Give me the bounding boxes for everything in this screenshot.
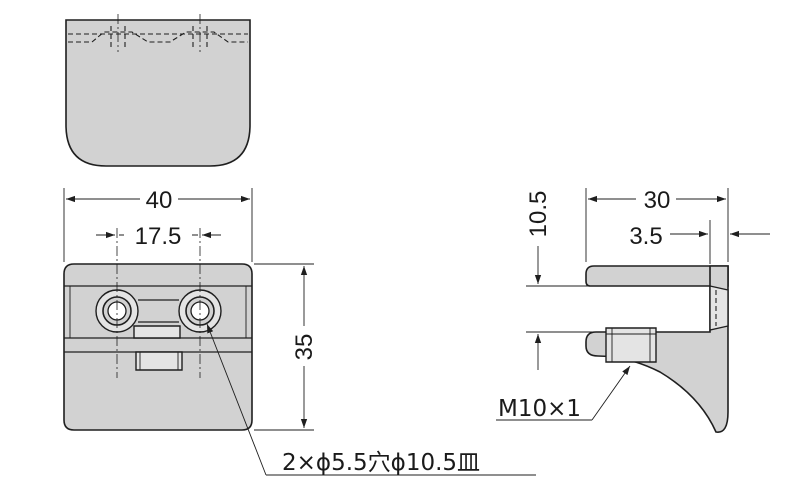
dimension-30: 30 [585, 184, 729, 262]
front-view-body [63, 263, 253, 431]
dim-front-height: 35 [291, 334, 318, 361]
countersunk-hole-right [178, 289, 222, 333]
top-view-hidden-countersink [68, 31, 248, 43]
front-view-screw-tab [133, 325, 181, 339]
dimension-3-5: 3.5 [629, 220, 770, 264]
dimension-17-5: 17.5 [96, 220, 221, 250]
dim-hole-pitch: 17.5 [135, 223, 182, 250]
top-view-hole-right [192, 26, 208, 50]
dim-side-depth: 30 [644, 187, 671, 214]
top-view [65, 14, 251, 167]
dimension-40: 40 [63, 184, 253, 262]
front-view [63, 228, 253, 431]
side-view-upper-jaw [585, 265, 729, 287]
front-view-screw [135, 351, 183, 371]
side-view-screw-thread [606, 328, 656, 362]
dimension-10-5: 10.5 [525, 191, 600, 370]
dim-side-offset: 3.5 [629, 223, 662, 250]
dim-side-gap: 10.5 [525, 191, 552, 238]
side-view [585, 265, 729, 433]
side-view-countersink [709, 285, 729, 331]
note-screw-spec: M10×1 [498, 396, 581, 422]
side-view-screw [605, 327, 657, 363]
leader-hole-spec: 2×ϕ5.5穴ϕ10.5皿 [206, 323, 536, 476]
note-hole-spec: 2×ϕ5.5穴ϕ10.5皿 [282, 450, 480, 476]
front-view-band-edge [69, 286, 247, 338]
leader-screw-spec: M10×1 [496, 365, 631, 422]
hole-web [138, 299, 179, 323]
front-view-screw-thread [139, 352, 179, 370]
top-view-hole-left [110, 26, 126, 50]
dimension-35: 35 [254, 263, 318, 431]
top-view-body [65, 19, 251, 167]
dim-front-width: 40 [146, 187, 173, 214]
